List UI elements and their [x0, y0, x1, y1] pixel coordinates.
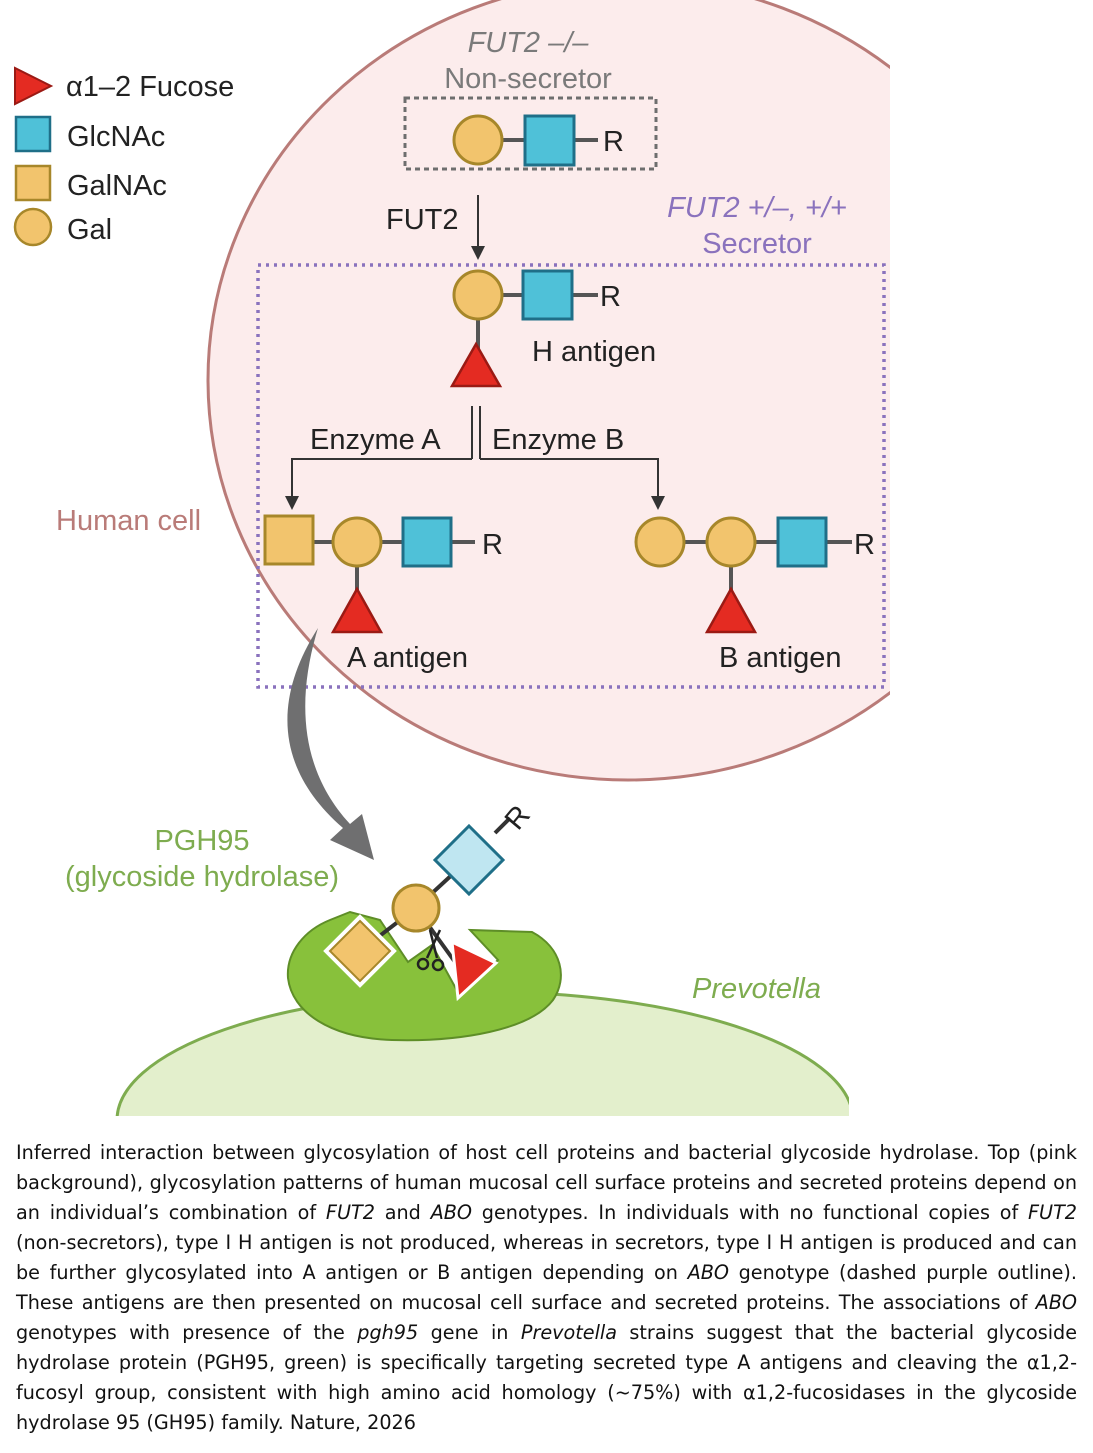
fut2-arrowhead [471, 246, 485, 260]
residue-r: R [499, 799, 537, 836]
nonsecretor-glycan: R [452, 114, 624, 167]
nonsecretor-genotype: FUT2 –/– [468, 27, 590, 59]
gal-icon [452, 269, 504, 321]
enzyme-b-arrow [480, 458, 659, 500]
h-antigen-glycan: R [449, 269, 621, 388]
fucose-icon [704, 586, 758, 634]
glycosylation-diagram: α1–2 Fucose GlcNAc GalNAc Gal FUT2 –/– N… [13, 0, 890, 1116]
pgh95-description: (glycoside hydrolase) [65, 861, 339, 893]
enzyme-b-label: Enzyme B [492, 424, 624, 456]
pgh95-enzyme [286, 910, 562, 1042]
galnac-icon [263, 514, 315, 566]
residue-r: R [854, 529, 875, 561]
glcnac-icon [401, 516, 453, 568]
pgh95-name: PGH95 [154, 825, 249, 857]
gal-icon [331, 516, 383, 568]
gal-icon [705, 516, 757, 568]
galnac-icon [323, 914, 397, 988]
glcnac-icon [432, 823, 506, 897]
legend-glcnac: GlcNAc [67, 121, 165, 153]
h-antigen-label: H antigen [532, 336, 656, 368]
galnac-legend-icon [14, 164, 52, 202]
scissors-icon [416, 929, 445, 972]
secretor-box [256, 263, 886, 689]
legend-galnac: GalNAc [67, 170, 167, 202]
prevotella-label: Prevotella [692, 973, 821, 1005]
enzyme-a-label: Enzyme A [310, 424, 441, 456]
gal-legend-icon [13, 207, 53, 247]
enzyme-b-arrowhead [651, 496, 665, 510]
glcnac-icon [523, 114, 576, 167]
fucose-icon [330, 586, 384, 634]
residue-r: R [600, 281, 621, 313]
human-cell [206, 0, 890, 782]
b-antigen-glycan: R [634, 516, 875, 634]
secretor-genotype: FUT2 +/–, +/+ [667, 192, 847, 224]
glcnac-legend-icon [14, 115, 52, 153]
gal-icon [391, 883, 441, 933]
secretion-arrow [287, 628, 374, 860]
residue-r: R [603, 126, 624, 158]
fucose-icon [449, 341, 503, 388]
glcnac-icon [521, 269, 574, 321]
secretor-label: Secretor [702, 228, 812, 260]
gal-icon [452, 114, 504, 166]
bound-a-antigen: R [323, 799, 537, 1002]
legend-fucose: α1–2 Fucose [66, 71, 234, 103]
gal-icon [634, 516, 686, 568]
nonsecretor-label: Non-secretor [444, 63, 612, 95]
legend-gal: Gal [67, 214, 112, 246]
fut2-enzyme-label: FUT2 [386, 204, 459, 236]
enzyme-a-arrow [291, 458, 472, 500]
b-antigen-label: B antigen [719, 642, 842, 674]
residue-r: R [482, 529, 503, 561]
legend: α1–2 Fucose GlcNAc GalNAc Gal [13, 66, 234, 247]
figure-caption: Inferred interaction between glycosylati… [16, 1141, 1078, 1434]
glcnac-icon [776, 516, 828, 568]
fucose-icon [450, 939, 499, 1002]
a-antigen-glycan: R [263, 514, 503, 634]
fucose-legend-icon [14, 66, 54, 106]
human-cell-label: Human cell [56, 505, 201, 537]
enzyme-a-arrowhead [285, 496, 299, 510]
a-antigen-label: A antigen [347, 642, 468, 674]
